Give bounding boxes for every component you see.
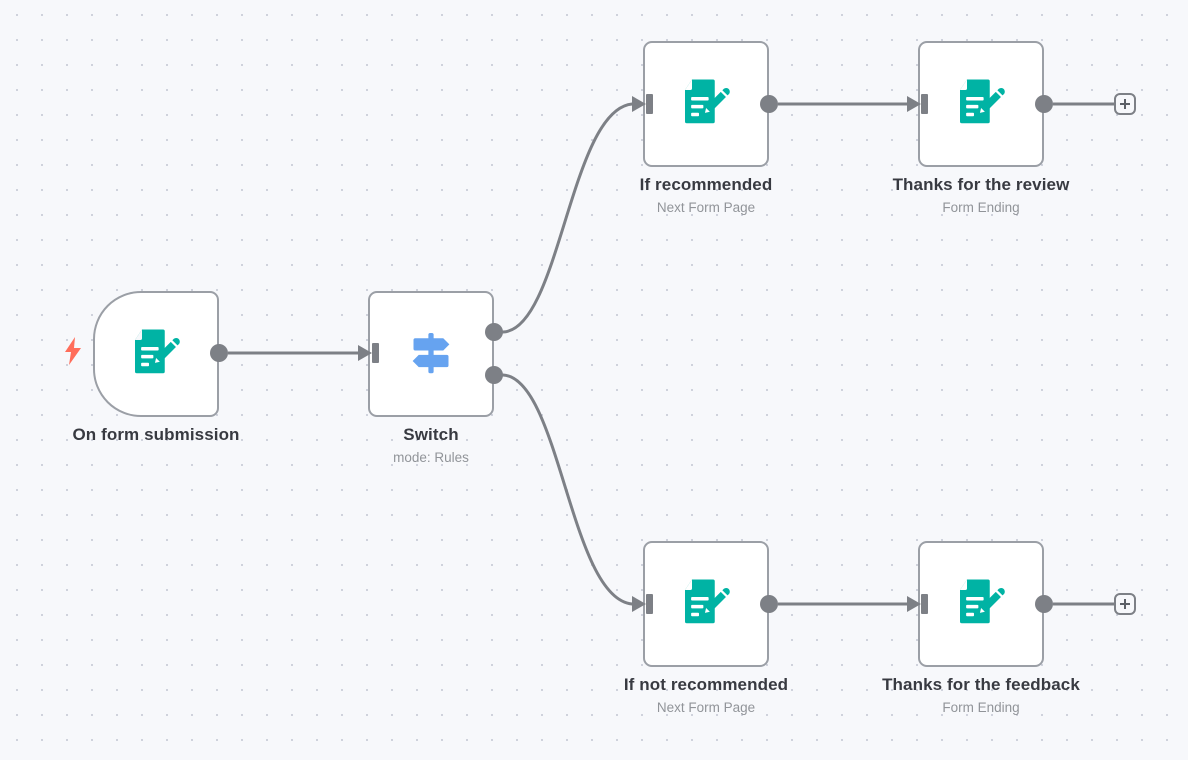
output-endpoint-if-recommended[interactable]: [760, 95, 778, 113]
node-body-if-not-recommended[interactable]: [643, 541, 769, 667]
node-subtitle-if-recommended: Next Form Page: [656, 200, 756, 215]
node-subtitle-thanks-for-the-review: Form Ending: [942, 200, 1020, 215]
lightning-bolt-icon: [63, 337, 83, 365]
input-endpoint-if-recommended[interactable]: [632, 93, 654, 115]
output-endpoint-thanks-for-the-feedback[interactable]: [1035, 595, 1053, 613]
signpost-switch-icon: [412, 333, 450, 374]
node-title-thanks-for-the-review: Thanks for the review: [892, 175, 1070, 194]
node-caption-if-not-recommended: If not recommended Next Form Page: [550, 674, 862, 718]
node-subtitle-thanks-for-the-feedback: Form Ending: [942, 700, 1020, 715]
node-caption-thanks-for-the-review: Thanks for the review Form Ending: [825, 174, 1137, 218]
node-body-switch[interactable]: [368, 291, 494, 417]
node-body-on-form-submission[interactable]: [93, 291, 219, 417]
output-endpoint-switch-0[interactable]: [485, 323, 503, 341]
output-endpoint-on-form-submission[interactable]: [210, 344, 228, 362]
connection-switch-to-if-recommended[interactable]: [501, 102, 634, 334]
node-caption-thanks-for-the-feedback: Thanks for the feedback Form Ending: [825, 674, 1137, 718]
node-body-thanks-for-the-feedback[interactable]: [918, 541, 1044, 667]
input-endpoint-if-not-recommended[interactable]: [632, 593, 654, 615]
output-endpoint-if-not-recommended[interactable]: [760, 595, 778, 613]
node-subtitle-if-not-recommended: Next Form Page: [656, 700, 756, 715]
form-document-pencil-icon: [960, 79, 1005, 124]
node-subtitle-switch: mode: Rules: [393, 450, 469, 465]
node-title-on-form-submission: On form submission: [72, 425, 240, 444]
connection-switch-to-if-not-recommended[interactable]: [501, 373, 634, 606]
node-title-if-not-recommended: If not recommended: [623, 675, 789, 694]
node-caption-switch: Switch mode: Rules: [275, 424, 587, 468]
form-document-pencil-icon: [685, 79, 730, 124]
input-endpoint-thanks-for-the-review[interactable]: [907, 93, 929, 115]
node-title-switch: Switch: [403, 425, 459, 444]
node-title-thanks-for-the-feedback: Thanks for the feedback: [882, 675, 1080, 694]
input-endpoint-thanks-for-the-feedback[interactable]: [907, 593, 929, 615]
input-endpoint-switch[interactable]: [358, 342, 380, 364]
form-document-pencil-icon: [135, 329, 180, 374]
output-endpoint-thanks-for-the-review[interactable]: [1035, 95, 1053, 113]
add-node-button-after-feedback[interactable]: [1114, 593, 1136, 615]
node-body-if-recommended[interactable]: [643, 41, 769, 167]
node-caption-if-recommended: If recommended Next Form Page: [550, 174, 862, 218]
form-document-pencil-icon: [685, 579, 730, 624]
node-caption-on-form-submission: On form submission: [0, 424, 312, 446]
node-body-thanks-for-the-review[interactable]: [918, 41, 1044, 167]
output-endpoint-switch-1[interactable]: [485, 366, 503, 384]
add-node-button-after-review[interactable]: [1114, 93, 1136, 115]
node-title-if-recommended: If recommended: [639, 175, 773, 194]
form-document-pencil-icon: [960, 579, 1005, 624]
